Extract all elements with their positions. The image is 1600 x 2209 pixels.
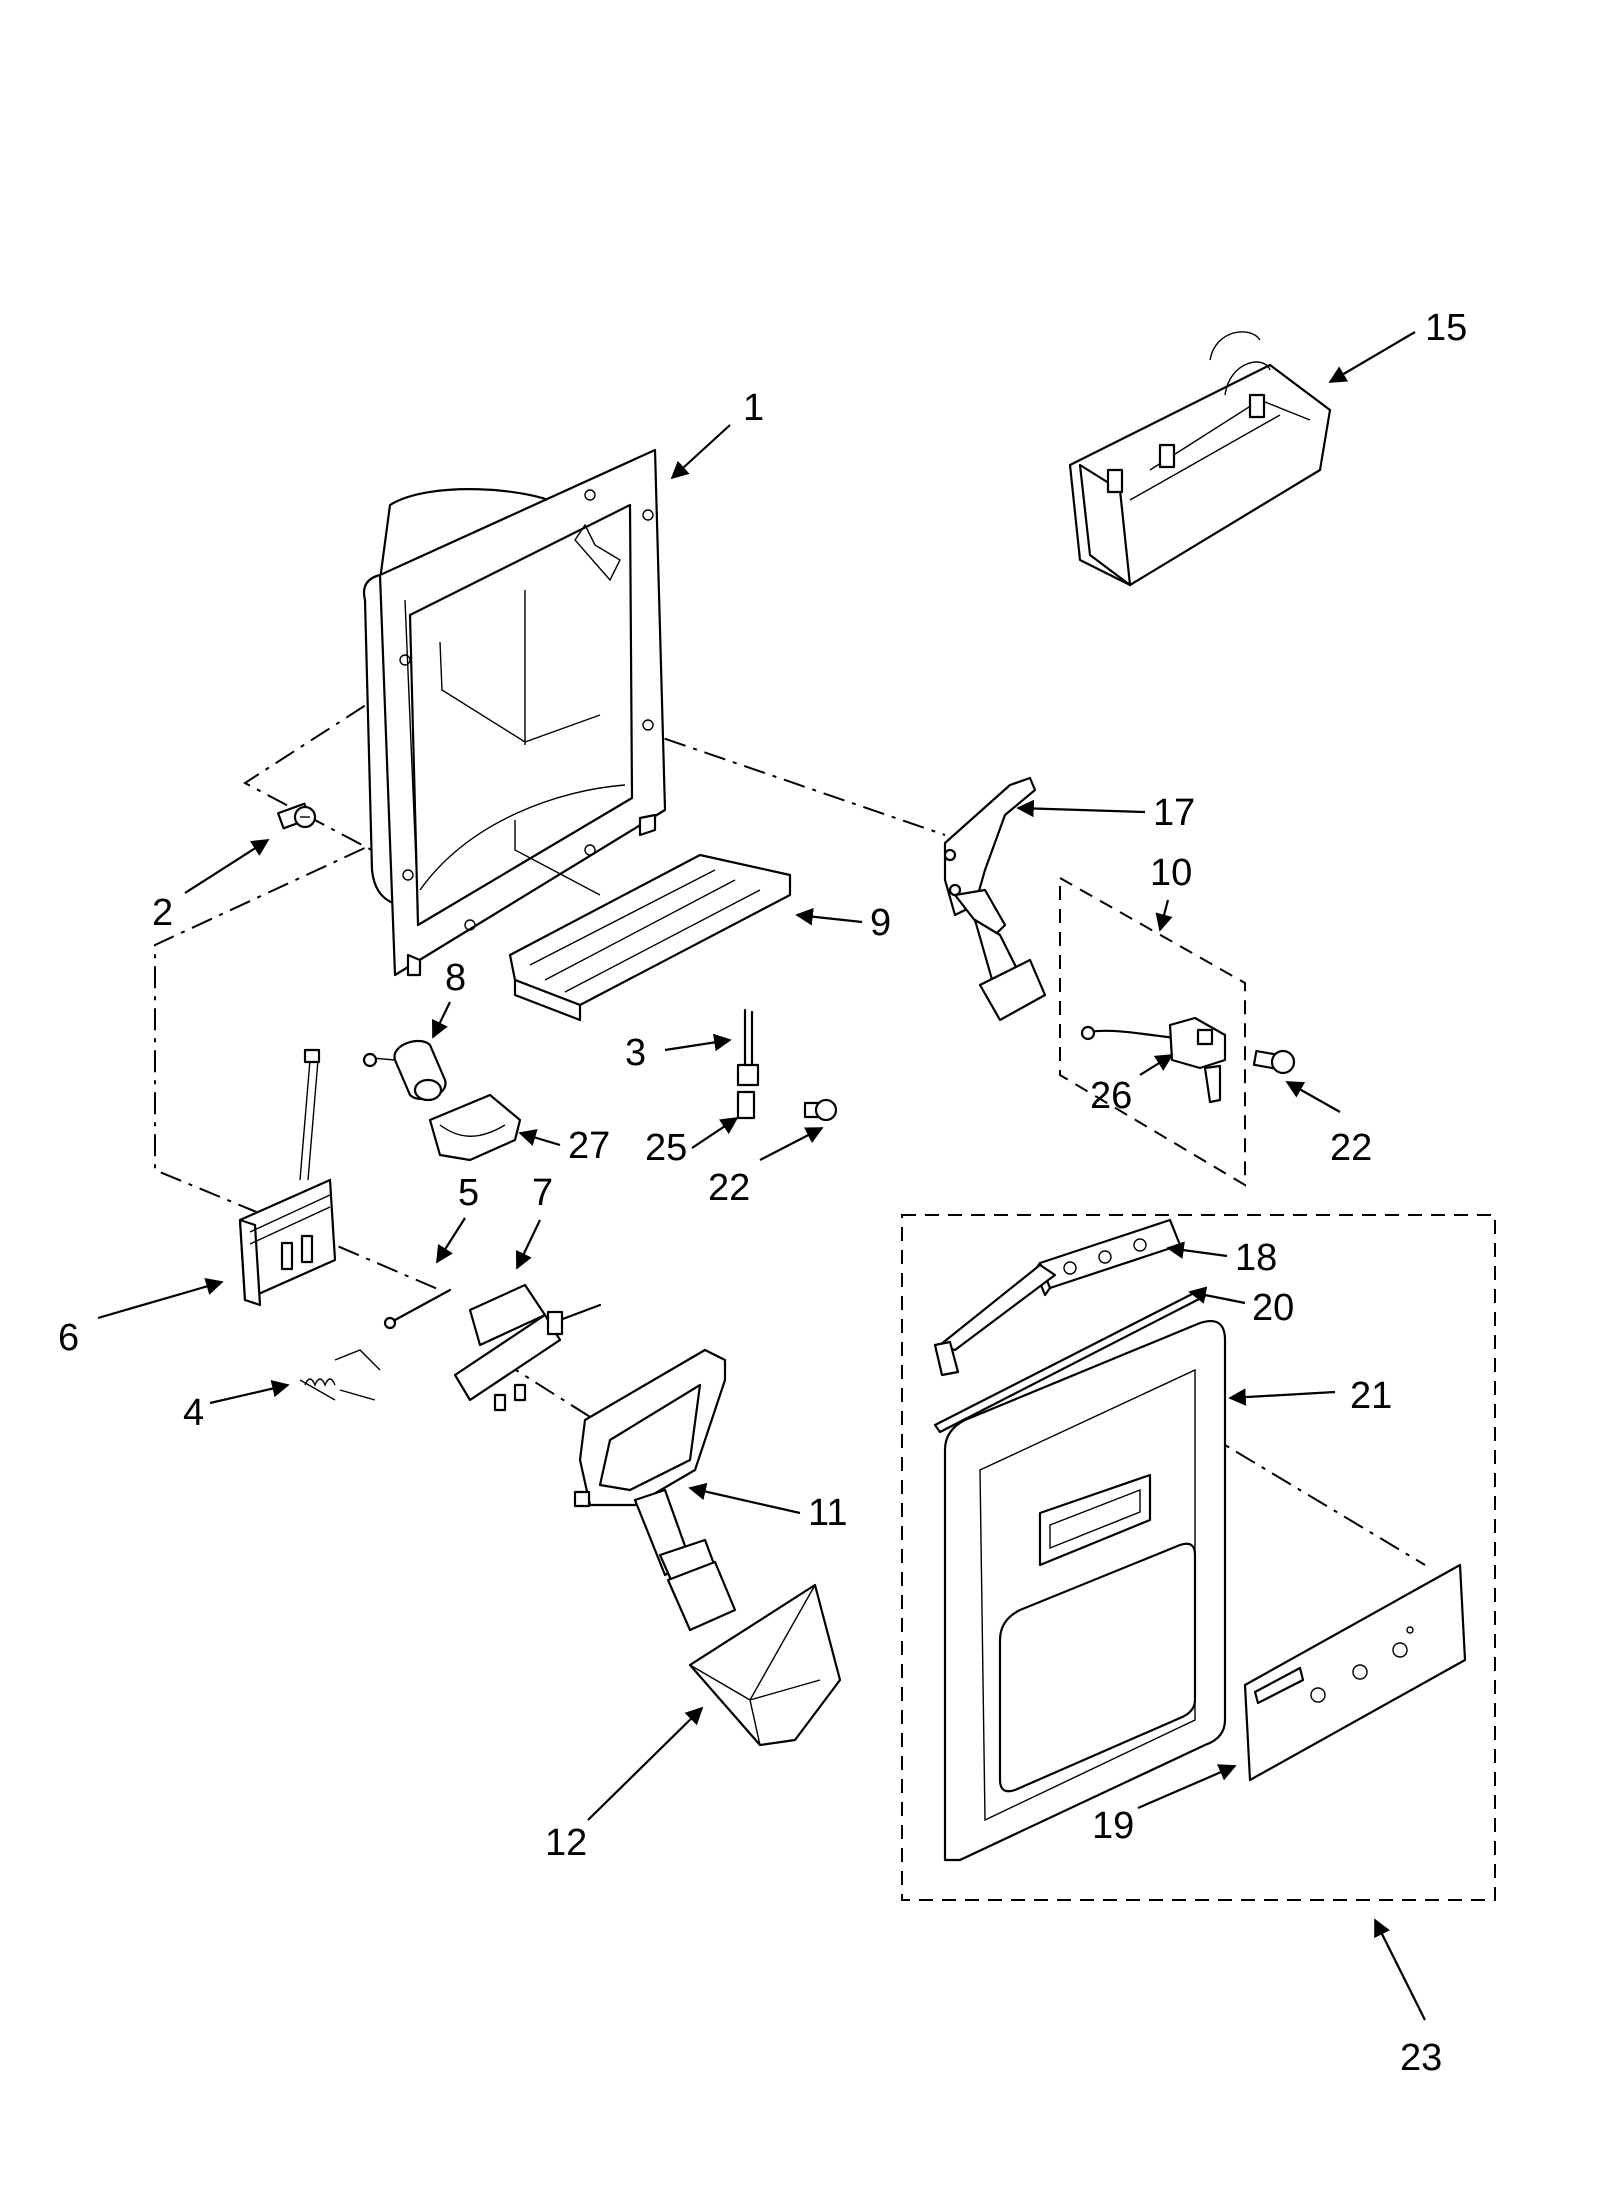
callout-7: 7 (532, 1172, 553, 1214)
callout-10: 10 (1150, 852, 1192, 894)
leader-15 (1328, 331, 1416, 383)
screw-part-2 (277, 802, 317, 830)
switch-part-3 (736, 1008, 760, 1087)
cover-part-27 (428, 1093, 522, 1162)
leader-19 (1137, 1764, 1237, 1810)
leader-18 (1166, 1241, 1228, 1259)
control-module-part-6 (238, 1048, 337, 1307)
leader-4 (209, 1379, 290, 1405)
face-plate-part-21 (943, 1319, 1227, 1862)
leader-25 (691, 1117, 739, 1149)
callout-23: 23 (1400, 2037, 1442, 2079)
leader-11 (688, 1482, 801, 1515)
leader-26 (1139, 1054, 1174, 1076)
panel-alignment-line (1199, 1429, 1426, 1566)
control-overlay-part-19 (1243, 1563, 1467, 1782)
leader-7 (515, 1219, 541, 1270)
motor-housing-part-15 (1068, 331, 1332, 587)
assembly-lines (154, 682, 1496, 1901)
callout-26: 26 (1090, 1075, 1132, 1117)
leader-9 (795, 907, 863, 926)
spring-part-4 (299, 1349, 381, 1401)
callout-11: 11 (808, 1492, 847, 1534)
dispenser-housing (362, 448, 667, 977)
callout-25: 25 (645, 1127, 687, 1169)
leader-20 (1188, 1286, 1246, 1305)
callout-27: 27 (568, 1125, 610, 1167)
leader-lines (97, 331, 1426, 2021)
callout-22a: 22 (708, 1167, 750, 1209)
module-alignment-line (154, 759, 556, 1231)
callout-12: 12 (545, 1822, 587, 1864)
callout-19: 19 (1092, 1805, 1134, 1847)
callout-1: 1 (743, 387, 764, 429)
leader-1 (670, 424, 731, 480)
callout-5: 5 (458, 1172, 479, 1214)
leader-3 (664, 1033, 732, 1052)
leader-10 (1155, 899, 1173, 932)
leader-6 (97, 1277, 224, 1320)
leader-22a (759, 1127, 824, 1161)
kit-10-boundary (1059, 876, 1246, 1187)
callout-22b: 22 (1330, 1127, 1372, 1169)
callout-2: 2 (152, 892, 173, 934)
leader-21 (1228, 1388, 1336, 1406)
frame-to-paddle-line (624, 724, 946, 836)
pin-part-5 (383, 1288, 452, 1330)
screw-part-22-right (1252, 1049, 1296, 1075)
lever-part-7 (453, 1283, 602, 1412)
pin-alignment-line (299, 1229, 441, 1291)
leader-12 (587, 1706, 704, 1821)
kit-23-boundary (901, 1214, 1496, 1901)
callout-4: 4 (183, 1392, 204, 1434)
drip-tray (508, 853, 792, 1022)
callout-9: 9 (870, 902, 891, 944)
callout-8: 8 (445, 957, 466, 999)
callout-15: 15 (1425, 307, 1467, 349)
leader-27 (518, 1129, 561, 1147)
clip-part-25 (736, 1090, 756, 1120)
callout-18: 18 (1235, 1237, 1277, 1279)
callout-17: 17 (1153, 792, 1195, 834)
leader-5 (436, 1217, 466, 1264)
callout-20: 20 (1252, 1287, 1294, 1329)
switch-board-part-18 (933, 1218, 1182, 1377)
leader-17 (1016, 799, 1146, 818)
callout-21: 21 (1350, 1375, 1392, 1417)
solenoid-part-8 (362, 1039, 447, 1102)
callout-6: 6 (58, 1317, 79, 1359)
callout-labels: 1 2 3 4 5 6 7 8 9 10 11 12 15 17 18 19 2… (58, 307, 1467, 2079)
callout-3: 3 (625, 1032, 646, 1074)
leader-2 (184, 839, 270, 894)
ice-lever-part-11 (573, 1348, 737, 1632)
leader-8 (432, 1001, 451, 1039)
actuator-part-26 (1080, 1016, 1227, 1104)
screw-part-22-center (803, 1098, 838, 1122)
leader-22b (1285, 1081, 1341, 1113)
leader-23 (1374, 1918, 1426, 2021)
chute-part-12 (688, 1583, 842, 1747)
water-paddle-part-17 (943, 776, 1047, 1022)
